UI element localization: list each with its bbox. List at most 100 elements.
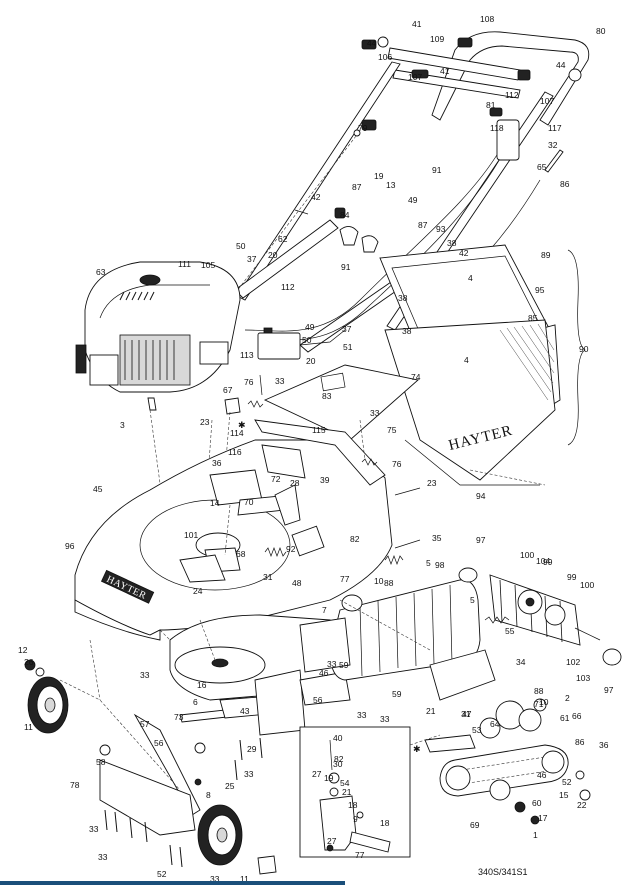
callout-label: 58 [96,757,106,767]
callout-label: 6 [193,697,198,707]
callout-label: 8 [206,790,211,800]
drive-assembly: ✱ [413,698,591,825]
handle-knob-44 [361,39,377,50]
callout-label: 92 [286,544,296,554]
clip-87-upper [334,207,346,219]
callout-label: 67 [223,385,233,395]
inset-washer-82 [328,772,340,784]
callout-label: 71 [534,699,544,709]
callout-label: 107 [540,96,554,106]
callout-label: 102 [566,657,580,667]
callout-label: 20 [268,250,278,260]
callout-label: 7 [322,605,327,615]
callout-label: 86 [575,737,585,747]
callout-label: 78 [70,780,80,790]
lever-56-b [299,671,351,706]
special-marker-drive: ✱ [413,744,421,754]
callout-label: 112 [505,90,519,100]
nut-21 [514,801,526,813]
axle-102 [574,627,601,641]
callout-label: 22 [577,800,587,810]
bolt-head-79 [361,119,377,131]
callout-label: 80 [596,26,606,36]
callout-label: 88 [534,686,544,696]
bush-88-left [341,594,363,612]
callout-label: 42 [459,248,469,258]
callout-label: 56 [313,695,323,705]
callout-label: 13 [386,180,396,190]
callout-label: 93 [436,224,446,234]
callout-label: 53 [472,725,482,735]
callout-label: 49 [408,195,418,205]
callout-label: 61 [560,713,570,723]
sprocket-69 [445,765,471,791]
callout-label: 33 [380,714,390,724]
pulley-60 [489,779,511,801]
callout-label: 26 [24,657,34,667]
callout-label: 34 [516,657,526,667]
callout-label: 76 [392,459,402,469]
reference-code: 340S/341S1 [478,867,528,877]
callout-label: 87 [418,220,428,230]
callout-label: 70 [244,497,254,507]
spring-5 [384,555,404,565]
callout-label: 42 [311,192,321,202]
callout-label: 111 [178,259,191,269]
spring-76 [247,400,264,408]
callout-label: 33 [140,670,150,680]
callout-label: 103 [576,673,590,683]
callout-label: 18 [380,818,390,828]
washer-26-left [35,667,45,677]
callout-label: 37 [247,254,257,264]
spring-76-b [361,458,378,466]
gear-104 [544,604,566,626]
callout-label: 33 [327,659,337,669]
callout-label: 104 [536,556,550,566]
washer-22 [579,789,591,801]
callout-label: 11 [240,874,249,884]
grass-box-bag [384,319,556,481]
callout-label: 118 [490,123,504,133]
callout-label: 87 [352,182,362,192]
callout-label: 25 [225,781,235,791]
lower-handle-left [234,219,339,299]
knob-87 [361,235,379,253]
detail-inset [299,726,441,858]
engine-vents [119,291,155,301]
recoil-starter [75,344,87,374]
callout-label: 44 [367,38,377,48]
nut-27 [530,815,540,825]
grip-end-right [568,68,582,82]
callout-label: 37 [342,324,352,334]
callout-label: 101 [184,530,198,540]
assembly-leaders [59,419,546,791]
callout-label: 38 [447,238,457,248]
callout-label: 63 [96,267,106,277]
battery-113 [257,332,301,360]
callout-label: 72 [271,474,281,484]
callout-label: 62 [278,234,288,244]
callout-label: 96 [65,541,75,551]
upper-handle [431,31,590,126]
callout-label: 50 [302,335,312,345]
lever-56 [254,669,306,736]
hub-cap-26-right [257,855,277,875]
nut-8 [194,778,202,786]
bush-97-right [602,648,622,666]
callout-label: 29 [247,744,257,754]
engine-block [119,334,191,386]
chute-frame-115 [254,419,386,486]
callout-label: 82 [350,534,360,544]
callout-label: 27 [312,769,322,779]
cable-adjuster-65 [544,149,564,173]
inset-washer-9 [356,811,364,819]
lever-28 [274,484,301,526]
deck: HAYTER ✱ [74,364,421,641]
inset-pin-40 [329,739,333,771]
handle-tube-left [236,61,401,301]
gear-99-hub [525,597,535,607]
callout-label: 3 [120,420,125,430]
washer-30 [575,770,585,780]
callout-label: 88 [384,578,394,588]
callout-label: 100 [580,580,594,590]
